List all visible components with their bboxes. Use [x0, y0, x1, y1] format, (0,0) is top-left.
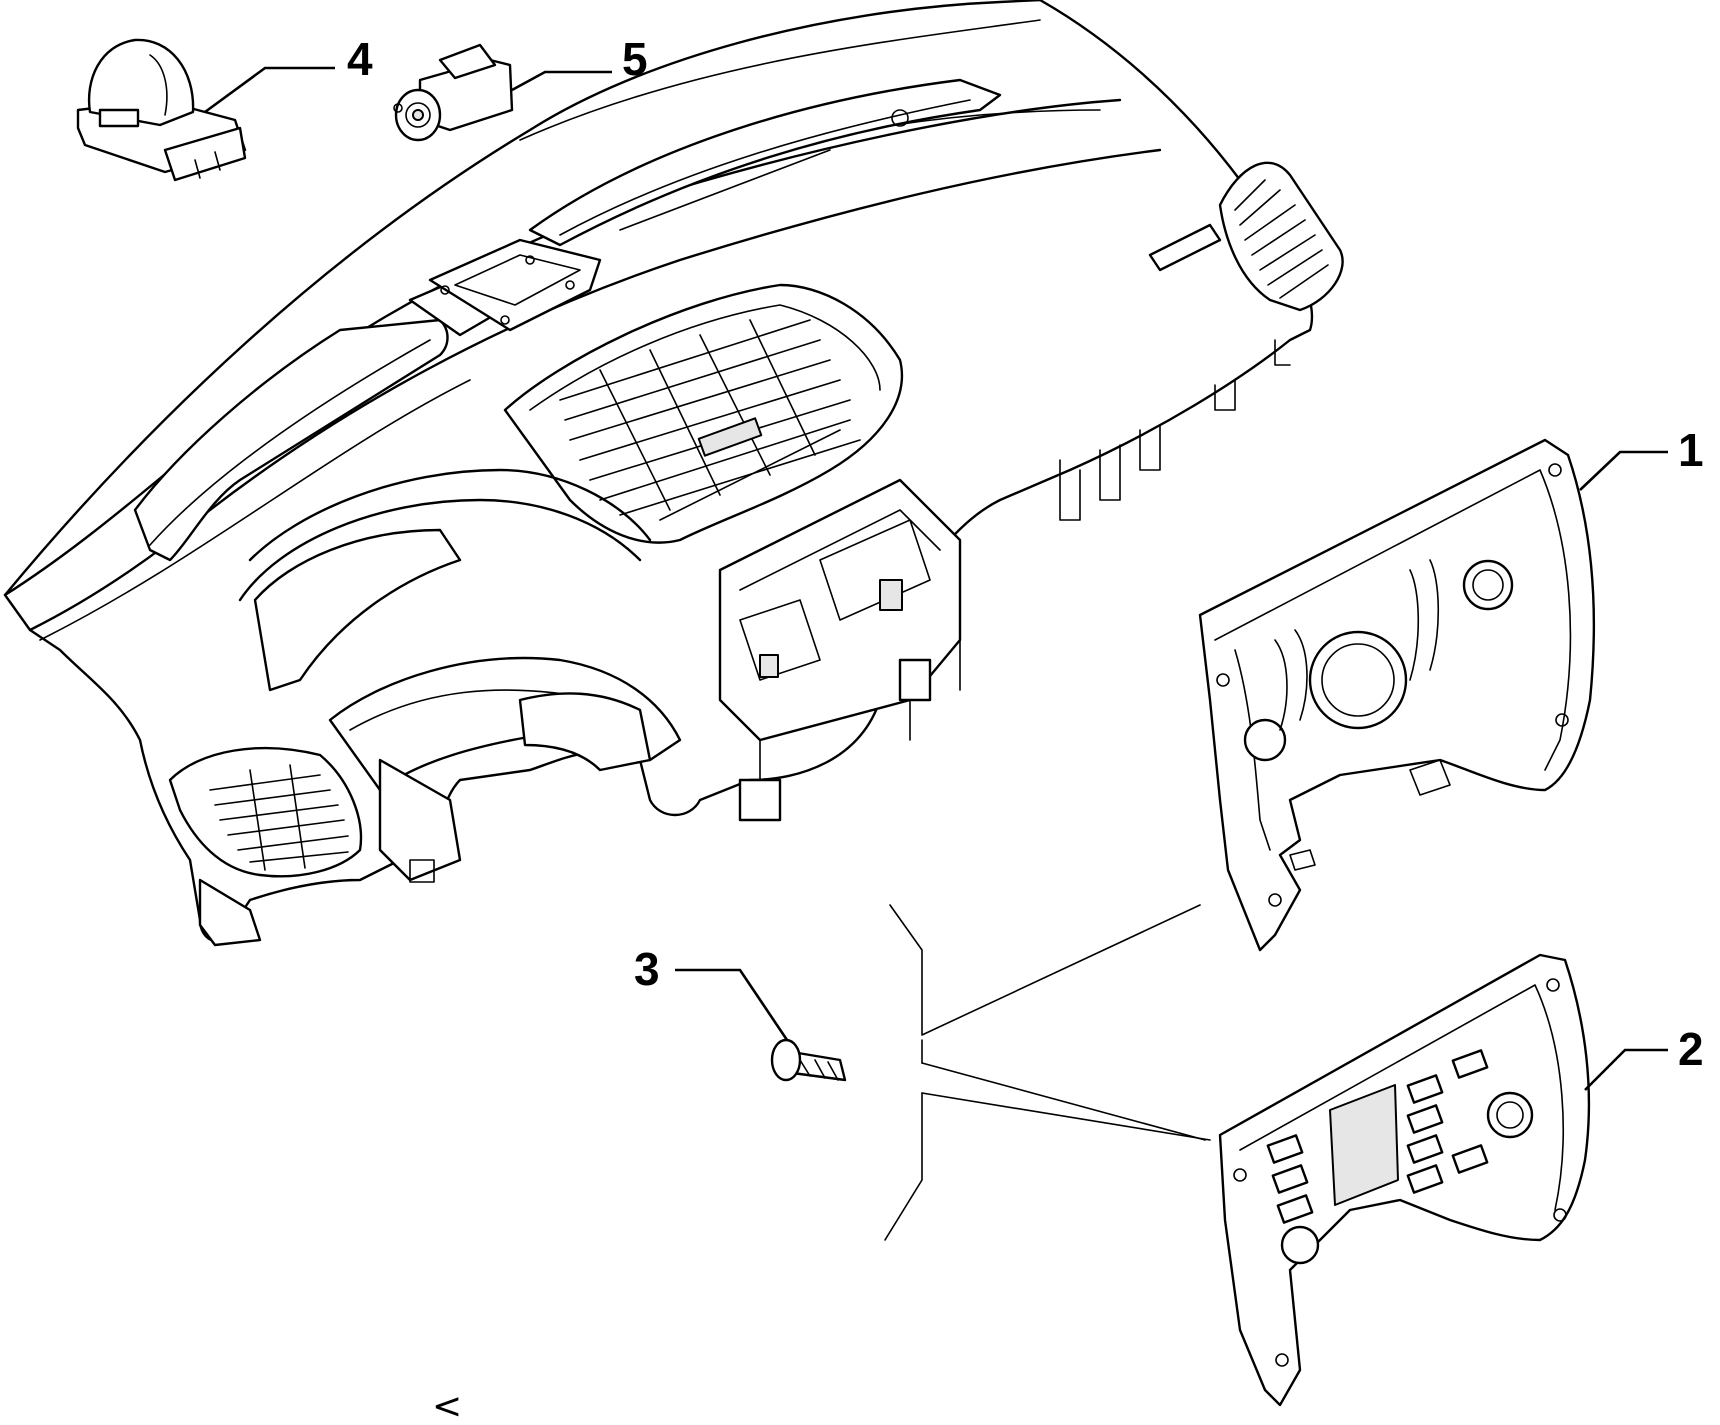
leader-lines — [204, 66, 1668, 1091]
callout-labels: 1 2 3 4 5 < — [347, 33, 1704, 1425]
part-5-switch — [393, 43, 514, 142]
console-bracket — [718, 478, 962, 822]
left-air-vent — [168, 746, 363, 878]
part-2-control-panel — [1218, 953, 1591, 1407]
part-4-sensor — [76, 38, 247, 182]
corner-mark: < — [432, 1386, 462, 1425]
dashboard-panel — [3, 0, 1344, 947]
right-air-vent — [1218, 161, 1344, 312]
callout-2: 2 — [1678, 1023, 1704, 1075]
callout-4: 4 — [347, 33, 373, 85]
callout-5: 5 — [622, 33, 648, 85]
callout-3: 3 — [634, 943, 660, 995]
part-1-control-panel — [1198, 438, 1596, 952]
callout-1: 1 — [1678, 424, 1704, 476]
center-air-vent — [503, 283, 904, 544]
part-3-screw — [770, 1038, 847, 1082]
exploded-view-guides — [884, 904, 1211, 1241]
